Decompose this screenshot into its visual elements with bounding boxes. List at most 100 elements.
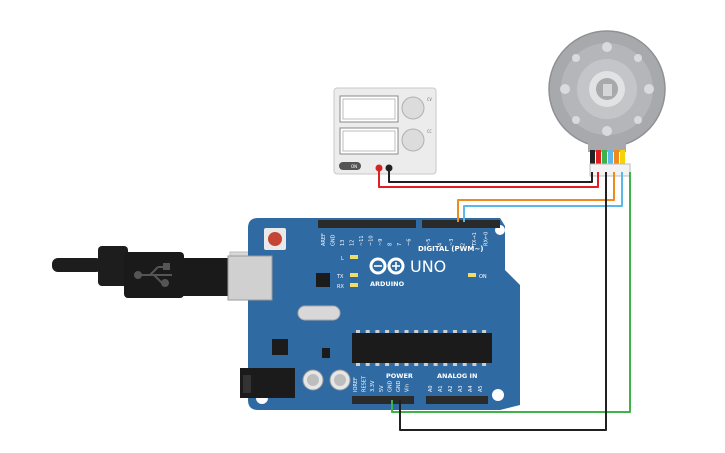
top-pin-label-r-0: ~5 xyxy=(426,239,432,246)
motor-connector xyxy=(589,163,631,177)
power-supply[interactable]: CV CC ON xyxy=(333,87,437,175)
analog-pin-label-0: A0 xyxy=(428,385,434,392)
wire-green xyxy=(391,172,631,413)
usb-symbol-icon xyxy=(134,263,172,287)
chip-pin xyxy=(482,330,487,333)
header-digital-left xyxy=(318,220,416,228)
smd-component xyxy=(322,348,330,358)
header-analog xyxy=(426,396,488,404)
top-pin-label-0: AREF xyxy=(321,233,327,246)
wire-black-gnd xyxy=(399,172,607,431)
wires xyxy=(378,168,631,431)
led-tx xyxy=(350,273,358,277)
top-pin-label-5: ~10 xyxy=(369,235,375,246)
chip-pin xyxy=(365,330,370,333)
chip-pin xyxy=(375,363,380,366)
power-pin-label-6: Vin xyxy=(405,384,411,392)
led-rx xyxy=(350,283,358,287)
chip-pin xyxy=(365,363,370,366)
analog-pin-label-4: A4 xyxy=(468,385,474,392)
crystal xyxy=(297,305,341,321)
voltage-knob[interactable] xyxy=(401,96,425,120)
top-pin-label-1: GND xyxy=(331,234,337,246)
led-on xyxy=(468,273,476,277)
analog-label: ANALOG IN xyxy=(437,372,477,380)
header-digital-right xyxy=(422,220,500,228)
chip-pin xyxy=(423,330,428,333)
voltage-display xyxy=(339,95,399,123)
analog-pin-label-5: A5 xyxy=(478,385,484,392)
top-pin-label-8: 7 xyxy=(397,243,403,246)
power-pin-label-5: GND xyxy=(396,380,402,392)
power-pin-label-1: RESET xyxy=(362,375,368,392)
current-display xyxy=(339,127,399,155)
top-pin-label-r-1: 4 xyxy=(438,243,444,246)
led-rx-label: RX xyxy=(337,284,344,290)
usb-controller-chip xyxy=(316,273,330,287)
chip-pin xyxy=(356,330,360,333)
current-knob[interactable] xyxy=(401,128,425,152)
chip-pin xyxy=(443,363,448,366)
led-tx-label: TX xyxy=(336,274,344,280)
chip-pin xyxy=(472,330,477,333)
dc-motor-encoder[interactable] xyxy=(548,30,666,177)
chip-pin xyxy=(453,363,457,366)
chip-pin xyxy=(453,330,457,333)
power-pin-label-0: IOREF xyxy=(353,377,359,392)
knob1-label: CV xyxy=(427,97,432,102)
chip-pin xyxy=(394,330,399,333)
knob2-label: CC xyxy=(427,129,432,134)
top-pin-label-9: ~6 xyxy=(407,239,413,246)
board-brand: ARDUINO xyxy=(370,280,405,288)
chip-pin xyxy=(404,363,409,366)
chip-pin xyxy=(394,363,399,366)
wire-red xyxy=(378,168,599,188)
analog-pin-label-2: A2 xyxy=(448,385,454,392)
analog-pin-label-1: A1 xyxy=(438,385,444,392)
arduino-infinity-logo-icon xyxy=(369,257,405,275)
chip-pin xyxy=(433,330,438,333)
digital-label: DIGITAL (PWM~) xyxy=(418,245,483,253)
chip-pin xyxy=(472,363,477,366)
wire-blue xyxy=(463,172,623,222)
led-l-label: L xyxy=(341,256,344,262)
chip-pin xyxy=(443,330,448,333)
led-on-label: ON xyxy=(479,274,487,280)
power-button-label: ON xyxy=(351,164,357,169)
chip-pin xyxy=(462,330,467,333)
chip-pin xyxy=(423,363,428,366)
top-pin-label-r-4: TX→1 xyxy=(472,232,478,247)
board-model: UNO xyxy=(410,257,446,276)
top-pin-label-3: 12 xyxy=(350,240,356,246)
chip-pin xyxy=(375,330,380,333)
chip-pin xyxy=(482,363,487,366)
usb-port xyxy=(227,255,273,301)
top-pin-label-7: 8 xyxy=(388,243,394,246)
top-pin-label-6: ~9 xyxy=(378,239,384,246)
header-power xyxy=(352,396,414,404)
top-pin-label-2: 13 xyxy=(340,240,346,246)
top-pin-label-r-5: RX←0 xyxy=(484,232,490,246)
power-pin-label-2: 3.3V xyxy=(370,380,376,392)
chip-pin xyxy=(414,330,419,333)
chip-pin xyxy=(462,363,467,366)
power-button[interactable] xyxy=(339,162,361,170)
atmega-chip xyxy=(352,333,492,363)
top-pin-label-r-3: 2 xyxy=(461,243,467,246)
led-l xyxy=(350,255,358,259)
chip-pin xyxy=(385,363,390,366)
chip-pin xyxy=(433,363,438,366)
wire-black-power xyxy=(388,168,593,183)
chip-pin xyxy=(385,330,390,333)
top-pin-label-r-2: ~3 xyxy=(449,239,455,246)
power-label: POWER xyxy=(386,372,413,380)
chip-pin xyxy=(356,363,360,366)
power-pin-label-4: GND xyxy=(387,380,393,392)
wire-orange xyxy=(457,172,615,222)
